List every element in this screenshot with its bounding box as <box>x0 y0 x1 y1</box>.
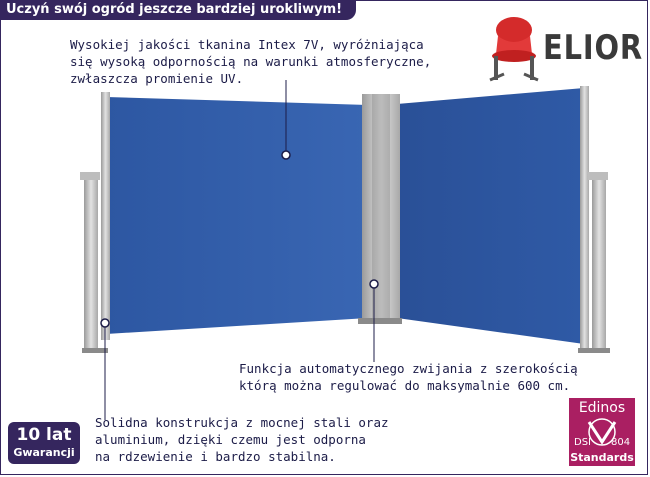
feature-fabric-line: zwłaszcza promienie UV. <box>70 71 244 86</box>
left-end-post <box>101 92 110 340</box>
feature-fabric-line: Wysokiej jakości tkanina Intex 7V, wyróż… <box>70 37 424 52</box>
feature-fabric-text: Wysokiej jakości tkanina Intex 7V, wyróż… <box>70 36 431 87</box>
feature-retract-line: Funkcja automatycznego zwijania z szerok… <box>239 361 578 376</box>
feature-fabric-line: się wysoką odpornością na warunki atmosf… <box>70 54 432 69</box>
chair-icon <box>489 17 539 82</box>
logo-text: ELIOR <box>543 28 643 68</box>
right-side-post <box>592 176 606 350</box>
certificate-dsi: DSI <box>574 437 591 448</box>
feature-retract-line: którą można regulować do maksymalnie 600… <box>239 378 571 393</box>
checkmark-icon <box>587 418 617 446</box>
left-screen-fabric <box>106 97 368 334</box>
right-screen-fabric <box>397 88 584 344</box>
central-cassette <box>362 94 400 320</box>
feature-construction-line: Solidna konstrukcja z mocnej stali oraz <box>95 415 389 430</box>
right-end-post <box>580 86 589 348</box>
warranty-badge: 10 lat Gwarancji <box>8 422 80 464</box>
callout-dot-retract <box>369 279 379 289</box>
left-side-post <box>84 176 98 350</box>
header-banner-text: Uczyń swój ogród jeszcze bardziej urokli… <box>6 2 343 17</box>
warranty-label: Gwarancji <box>13 446 75 459</box>
certificate-standards: Standards <box>570 451 634 464</box>
warranty-years: 10 lat <box>16 425 72 445</box>
feature-construction-text: Solidna konstrukcja z mocnej stali oraz … <box>95 414 389 465</box>
feature-retract-text: Funkcja automatycznego zwijania z szerok… <box>239 360 578 394</box>
callout-dot-fabric <box>281 150 291 160</box>
feature-construction-line: na rdzewienie i bardzo stabilna. <box>95 449 336 464</box>
edinos-certificate-badge: Edinos DSI 804 Standards <box>569 398 635 466</box>
certificate-number: 804 <box>611 437 631 448</box>
callout-dot-construction <box>100 318 110 328</box>
header-banner: Uczyń swój ogród jeszcze bardziej urokli… <box>0 0 356 20</box>
feature-construction-line: aluminium, dzięki czemu jest odporna <box>95 432 366 447</box>
brand-logo: ELIOR <box>488 14 642 84</box>
certificate-name: Edinos <box>578 400 626 416</box>
